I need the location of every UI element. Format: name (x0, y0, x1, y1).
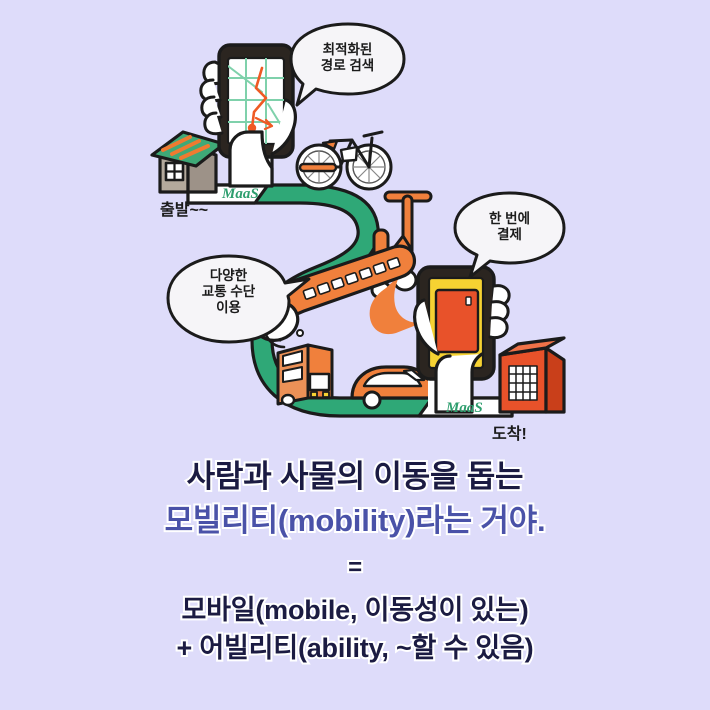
caption-line-4: + 어빌리티(ability, ~할 수 있음) (175, 631, 536, 665)
maas-label-end: MaaS (445, 400, 483, 416)
speech-bubble-route (289, 22, 406, 107)
end-label: 도착! (492, 426, 527, 443)
caption-line-1: 사람과 사물의 이동을 돕는 (185, 457, 526, 496)
speech-bubble-route-text: 최적화된 경로 검색 (320, 42, 375, 73)
caption-line-3: 모바일(mobile, 이동성이 있는) (179, 593, 530, 627)
speech-bubble-modes (166, 254, 311, 344)
phone-map-icon (199, 43, 297, 188)
house-icon (150, 130, 226, 194)
phone-payment-icon (413, 265, 511, 414)
caption-equals: = (346, 552, 364, 583)
speech-bubble-payment-text: 한 번에 결제 (488, 211, 530, 242)
speech-bubble-payment (453, 191, 566, 279)
bicycle-icon (295, 130, 393, 191)
caption-line-2: 모빌리티(mobility)라는 거야. (163, 501, 548, 540)
caption-block: 사람과 사물의 이동을 돕는 모빌리티(mobility)라는 거야. = 모바… (0, 455, 710, 666)
maas-illustration: MaaS MaaS (150, 22, 566, 418)
speech-bubble-modes-text: 다양한 교통 수단 이용 (201, 268, 256, 315)
start-label: 출발~~ (160, 202, 209, 219)
bus-icon (276, 343, 334, 407)
building-icon (498, 336, 566, 414)
maas-label-start: MaaS (221, 186, 259, 202)
